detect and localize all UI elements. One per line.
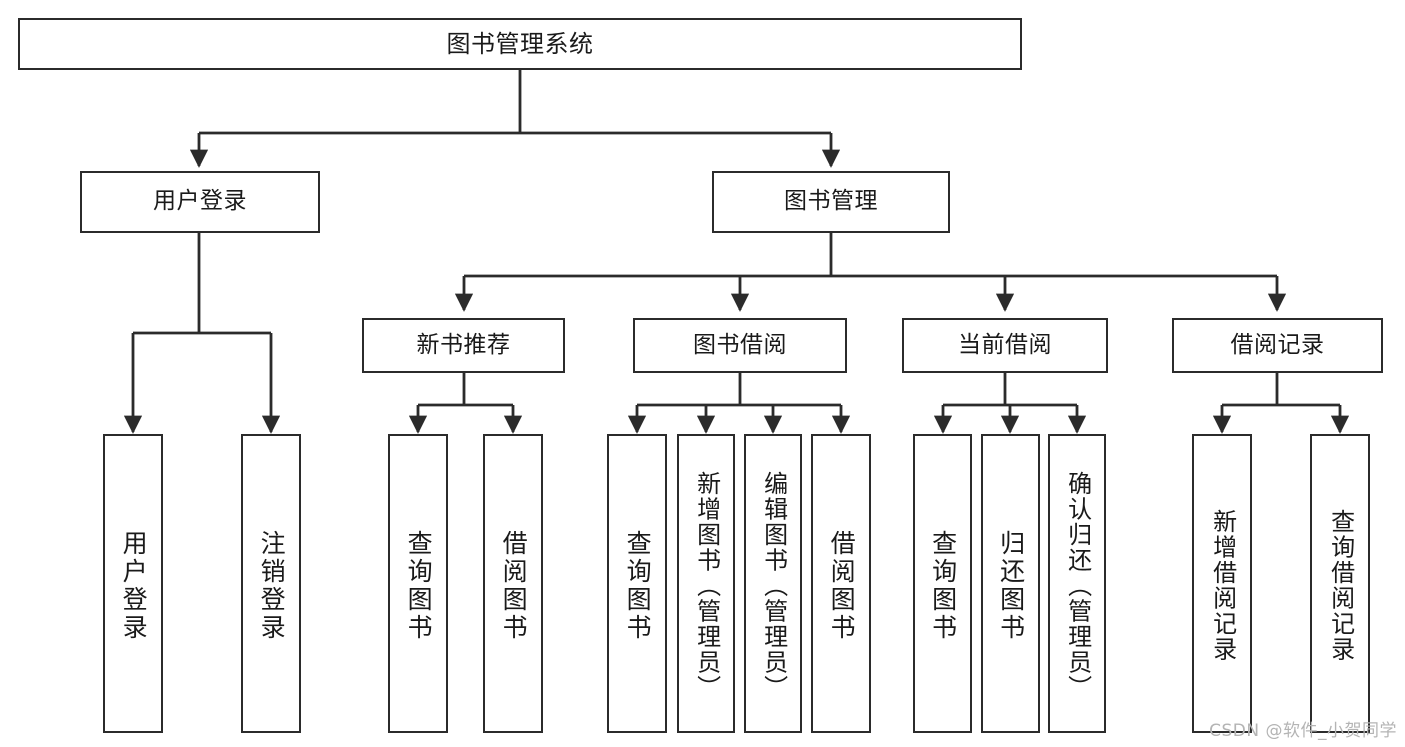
node-new-book-recommendation[interactable]: 新书推荐 [362,318,565,373]
node-root-book-management-system[interactable]: 图书管理系统 [18,18,1022,70]
node-label: 新书推荐 [416,331,511,358]
node-leaf-confirm-return-admin[interactable]: 确认归还（管理员） [1048,434,1106,733]
node-leaf-logout[interactable]: 注销登录 [241,434,301,733]
node-leaf-query-book-current[interactable]: 查询图书 [913,434,972,733]
node-label: 查询借阅记录 [1326,509,1355,662]
node-label: 图书管理 [784,188,878,215]
node-label: 新增图书（管理员） [692,470,721,701]
node-label: 确认归还（管理员） [1063,470,1092,701]
node-borrowing-records[interactable]: 借阅记录 [1172,318,1383,373]
node-label: 借阅记录 [1230,331,1325,358]
node-label: 当前借阅 [958,331,1052,358]
node-leaf-query-book-newbook[interactable]: 查询图书 [388,434,448,733]
node-label: 图书管理系统 [446,29,594,58]
node-leaf-edit-book-admin[interactable]: 编辑图书（管理员） [744,434,802,733]
node-leaf-add-book-admin[interactable]: 新增图书（管理员） [677,434,735,733]
node-label: 用户登录 [119,529,149,642]
node-label: 新增借阅记录 [1208,509,1237,662]
node-label: 归还图书 [996,529,1026,642]
node-label: 注销登录 [257,529,287,642]
node-leaf-query-borrowing-record[interactable]: 查询借阅记录 [1310,434,1370,733]
node-book-management[interactable]: 图书管理 [712,171,950,233]
node-label: 查询图书 [623,529,653,642]
node-leaf-query-book-borrowing[interactable]: 查询图书 [607,434,667,733]
node-label: 编辑图书（管理员） [759,470,788,701]
node-label: 查询图书 [404,529,434,642]
node-current-borrowing[interactable]: 当前借阅 [902,318,1108,373]
node-leaf-user-login[interactable]: 用户登录 [103,434,163,733]
node-leaf-add-borrowing-record[interactable]: 新增借阅记录 [1192,434,1252,733]
node-leaf-lend-book[interactable]: 借阅图书 [811,434,871,733]
node-label: 借阅图书 [827,529,857,642]
node-leaf-borrow-book-newbook[interactable]: 借阅图书 [483,434,543,733]
node-label: 图书借阅 [693,331,787,358]
csdn-watermark: CSDN @软件_小贺同学 [1209,721,1397,741]
node-leaf-return-book[interactable]: 归还图书 [981,434,1040,733]
node-label: 用户登录 [153,188,247,215]
node-user-login[interactable]: 用户登录 [80,171,320,233]
node-book-borrowing[interactable]: 图书借阅 [633,318,847,373]
node-label: 查询图书 [928,529,958,642]
node-label: 借阅图书 [499,529,529,642]
